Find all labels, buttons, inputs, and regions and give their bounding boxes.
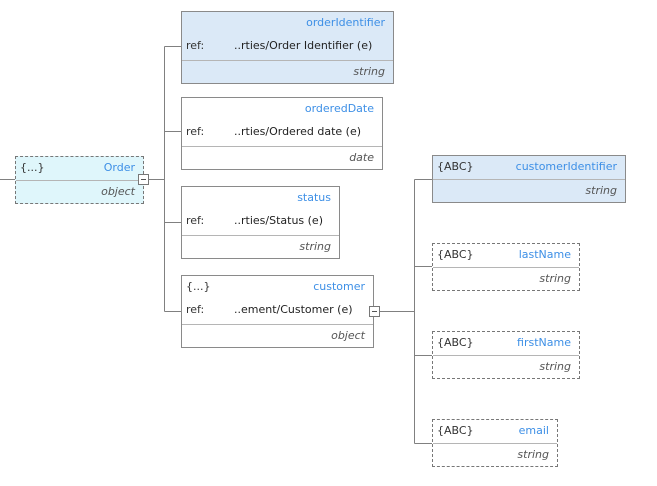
first-name-node[interactable]: {ABC} firstName string [432, 331, 580, 379]
node-name: lastName [518, 248, 571, 261]
node-type: object [101, 185, 135, 198]
collapse-toggle-order[interactable] [138, 174, 149, 185]
email-node[interactable]: {ABC} email string [432, 419, 558, 467]
node-name: firstName [517, 336, 571, 349]
node-type: string [539, 272, 571, 285]
node-type: string [517, 448, 549, 461]
string-type-tag: {ABC} [437, 336, 474, 349]
node-name: orderIdentifier [306, 16, 385, 29]
ref-label: ref: [186, 39, 205, 52]
string-type-tag: {ABC} [437, 160, 474, 173]
ref-label: ref: [186, 125, 205, 138]
node-type: string [299, 240, 331, 253]
string-type-tag: {ABC} [437, 248, 474, 261]
node-name: customer [313, 280, 365, 293]
ref-value: ..rties/Status (e) [234, 214, 323, 227]
collapse-toggle-customer[interactable] [369, 306, 380, 317]
ref-label: ref: [186, 303, 205, 316]
node-type: string [353, 65, 385, 78]
object-brace-label: {...} [20, 161, 45, 174]
object-brace-label: {...} [186, 280, 211, 293]
node-type: object [331, 329, 365, 342]
node-type: string [539, 360, 571, 373]
last-name-node[interactable]: {ABC} lastName string [432, 243, 580, 291]
ref-value: ..rties/Order Identifier (e) [234, 39, 373, 52]
ordered-date-node[interactable]: orderedDate ref: ..rties/Ordered date (e… [181, 97, 383, 170]
node-name: email [518, 424, 549, 437]
order-identifier-node[interactable]: orderIdentifier ref: ..rties/Order Ident… [181, 11, 394, 84]
customer-node[interactable]: {...} customer ref: ..ement/Customer (e)… [181, 275, 374, 348]
order-node[interactable]: {...} Order object [15, 156, 144, 204]
ref-value: ..ement/Customer (e) [234, 303, 353, 316]
node-type: string [585, 184, 617, 197]
node-name: Order [103, 161, 135, 174]
ref-value: ..rties/Ordered date (e) [234, 125, 362, 138]
customer-identifier-node[interactable]: {ABC} customerIdentifier string [432, 155, 626, 203]
node-name: status [297, 191, 331, 204]
ref-label: ref: [186, 214, 205, 227]
node-name: orderedDate [304, 102, 374, 115]
string-type-tag: {ABC} [437, 424, 474, 437]
node-name: customerIdentifier [515, 160, 617, 173]
node-type: date [349, 151, 374, 164]
status-node[interactable]: status ref: ..rties/Status (e) string [181, 186, 340, 259]
